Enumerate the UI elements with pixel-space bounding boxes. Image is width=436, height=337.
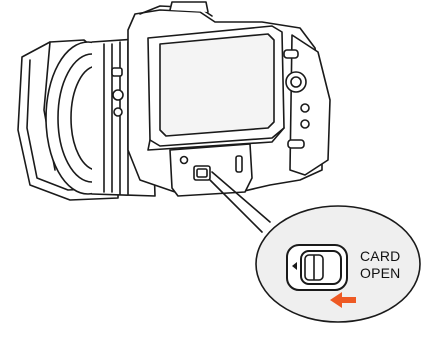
lcd-screen: [148, 26, 284, 150]
control-dial: [286, 72, 306, 92]
card-label: CARD: [360, 248, 400, 265]
card-slot-cover: [170, 144, 252, 196]
open-label: OPEN: [360, 265, 400, 282]
